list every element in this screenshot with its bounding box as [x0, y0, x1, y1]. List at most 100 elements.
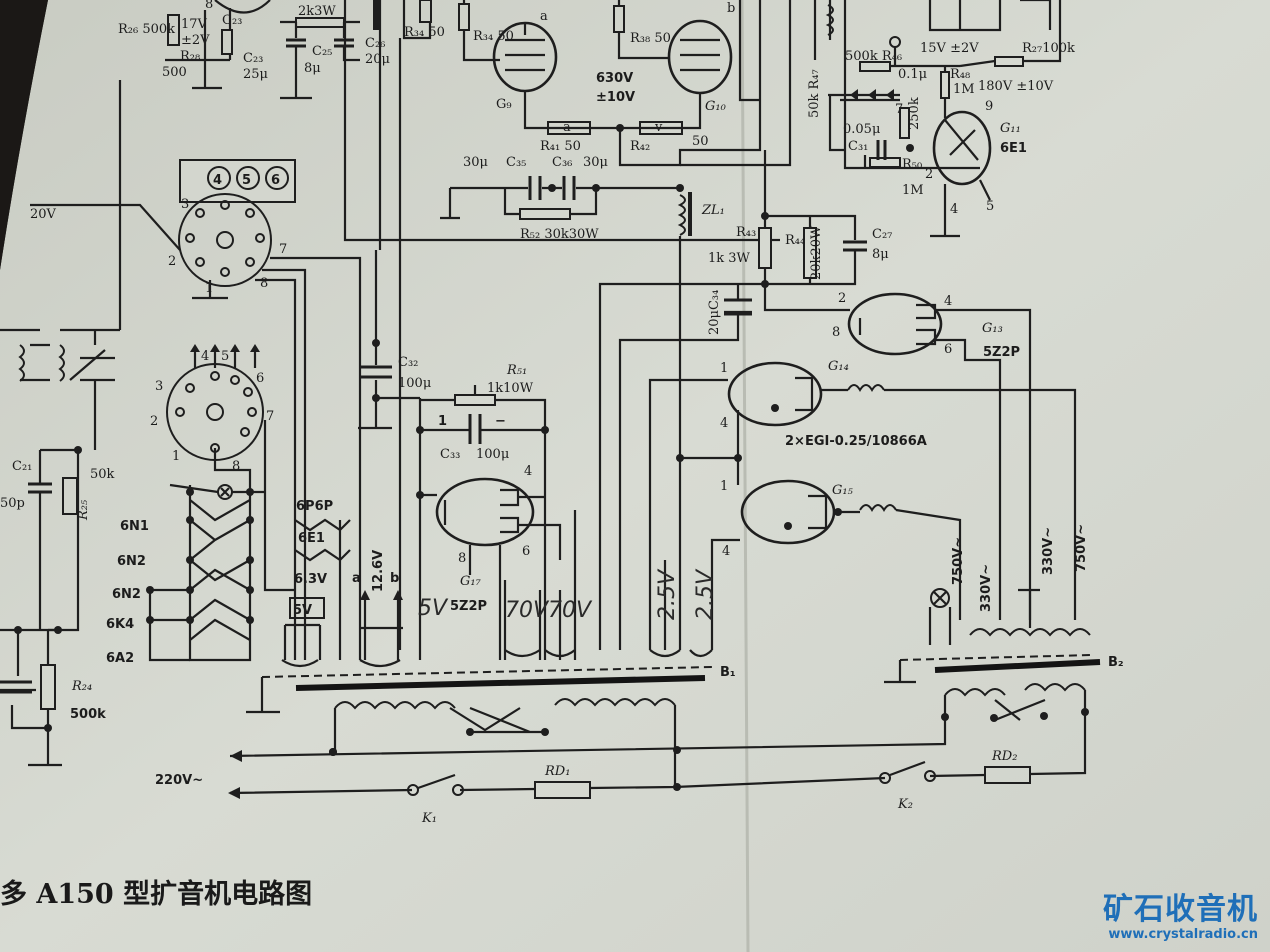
- label-6k4: 6K4: [106, 617, 134, 632]
- tube-g17: [435, 477, 535, 547]
- mains-circuit: 220V~ K₁ RD₁ K₂ RD₂: [155, 712, 1087, 826]
- label-c25-value: 8μ: [304, 61, 321, 76]
- label-g11: G₁₁: [1000, 121, 1021, 136]
- label-r43: R₄₃: [736, 225, 756, 240]
- label-c26: C₂₆: [365, 36, 385, 51]
- label-r50-value: 1M: [902, 183, 924, 198]
- label-r42: R₄₂: [630, 139, 650, 154]
- label-g13-type: 5Z2P: [983, 345, 1020, 360]
- label-220v: 220V~: [155, 773, 203, 788]
- dark-edge: [0, 0, 48, 270]
- label-g13-pin2: 2: [838, 291, 846, 306]
- label-g15-pin4: 4: [722, 544, 730, 559]
- tube-g14: [727, 361, 823, 427]
- label-c36: C₃₆: [552, 155, 572, 170]
- handwritten-2-5v-a: 2.5V: [655, 568, 680, 620]
- label-2v: ±2V: [181, 33, 210, 48]
- label-c29-value: 0.1μ: [898, 67, 927, 82]
- watermark: 矿石收音机 www.crystalradio.cn: [1103, 893, 1258, 943]
- label-g11-pin9: 9: [985, 99, 993, 114]
- label-c21-value: 50p: [0, 496, 25, 511]
- label-c31-value: 0.05μ: [843, 122, 880, 137]
- label-r34-b: R₃₄ 50: [473, 29, 514, 44]
- fuse-rd1: [534, 781, 591, 799]
- label-zl1: ZL₁: [701, 203, 725, 218]
- label-c31: C₃₁: [848, 139, 868, 154]
- hv-rectifiers: 20μC₃₄ 2 8 4 6 G₁₃ 5Z2P G₁₄ 1 4 2×EGI-0.…: [618, 284, 1091, 658]
- label-r41: R₄₁ 50: [540, 139, 581, 154]
- label-plate-b: b: [727, 1, 735, 16]
- label-6n1: 6N1: [120, 519, 149, 534]
- label-c23-b: C₂₃: [243, 51, 263, 66]
- label-c34: 20μC₃₄: [707, 290, 722, 335]
- label-r26: R₂₆ 500k: [118, 22, 175, 37]
- label-12-6v: 12.6V: [371, 550, 386, 592]
- label-k2: K₂: [897, 797, 913, 812]
- label-5v-box: 5V: [293, 603, 312, 618]
- octal-socket-upper: 4 5 6 3 2 1 7 8: [30, 159, 362, 660]
- label-r44: R₄₄: [785, 233, 805, 248]
- handwritten-2-5v-b: 2.5V: [693, 568, 718, 620]
- label-r38: R₃₈ 50: [630, 31, 671, 46]
- socket-pin-4: 4: [213, 173, 222, 188]
- label-g14: G₁₄: [828, 359, 849, 374]
- label-g10: G₁₀: [705, 99, 727, 114]
- paper-fold: [740, 0, 750, 952]
- octal-socket-lower: 4 5 3 2 1 8 7 6 6N1 6N2 6N2 6K4 6A2: [106, 344, 295, 666]
- label-g14-pin1: 1: [720, 361, 728, 376]
- label-top-pin8: 8: [205, 0, 213, 12]
- label-g13-pin4: 4: [944, 294, 952, 309]
- label-6n2-b: 6N2: [112, 587, 141, 602]
- label-r51-value: 1k10W: [487, 381, 534, 396]
- left-edge-circuit: 20V C₂₁ 50p R₂₅ 50k R₂₄ 500k: [0, 80, 122, 767]
- label-socket-pin2: 2: [168, 254, 176, 269]
- label-c25: C₂₅: [312, 44, 332, 59]
- label-g14-pin4: 4: [720, 416, 728, 431]
- label-c33-plus: 1: [438, 414, 447, 429]
- label-r34: R₃₄ 50: [404, 25, 445, 40]
- label-b1: B₁: [720, 665, 736, 680]
- label-g13-pin6: 6: [944, 342, 952, 357]
- label-lower-pin2: 2: [150, 414, 158, 429]
- socket-circle-upper: [178, 193, 272, 287]
- fuse-rd2: [984, 766, 1031, 784]
- label-c21: C₂₁: [12, 459, 32, 474]
- output-tube-pair: R₃₄ 50 a G₉ R₃₈ 50 b G₁₀ 630V ±10V a v R…: [458, 0, 792, 167]
- label-c23: C₂₃: [222, 13, 242, 28]
- label-r42-value: 50: [692, 134, 709, 149]
- label-630v: 630V: [596, 71, 633, 86]
- label-lower-pin3: 3: [155, 379, 163, 394]
- label-r28-value: 500: [162, 65, 187, 80]
- label-b2: B₂: [1108, 655, 1124, 670]
- label-g17: G₁₇: [460, 574, 482, 589]
- diagram-caption: 多 A150 型扩音机电路图: [0, 879, 313, 910]
- label-c33-minus: −: [495, 414, 506, 429]
- socket-pin-6: 6: [271, 173, 280, 188]
- label-r25: R₂₅: [76, 499, 91, 521]
- label-c26-value: 20μ: [365, 52, 390, 67]
- label-g15-pin1: 1: [720, 479, 728, 494]
- top-left-bias-circuit: R₂₆ 500k 17V ±2V C₂₃ C₂₃ 25μ R₂₈ 500 8 2…: [118, 0, 760, 650]
- label-g13: G₁₃: [982, 321, 1003, 336]
- label-c35-value: 30μ: [463, 155, 488, 170]
- label-15v: 15V ±2V: [920, 41, 979, 56]
- label-rd2: RD₂: [991, 749, 1017, 764]
- handwritten-70v-b: 70V: [548, 598, 593, 623]
- label-6-3v: 6.3V: [294, 572, 327, 587]
- label-r44-value: 20k20W: [809, 225, 824, 280]
- label-r24-value: 500k: [70, 707, 106, 722]
- label-6a2: 6A2: [106, 651, 134, 666]
- label-r24: R₂₄: [71, 679, 92, 694]
- label-12v-b: b: [390, 571, 399, 586]
- label-r50: R₅₀: [902, 157, 922, 172]
- label-plate-a: a: [540, 9, 548, 24]
- heater-supply: 6P6P 6E1 6.3V 5V a b 12.6V: [281, 499, 403, 668]
- label-g15: G₁₅: [832, 483, 854, 498]
- label-lower-pin4: 4: [201, 349, 209, 364]
- label-r25-value: 50k: [90, 467, 115, 482]
- label-lower-pin7: 7: [266, 409, 274, 424]
- handwritten-5v: 5V: [418, 596, 449, 621]
- socket-pin-5: 5: [242, 173, 251, 188]
- label-c23-value: 25μ: [243, 67, 268, 82]
